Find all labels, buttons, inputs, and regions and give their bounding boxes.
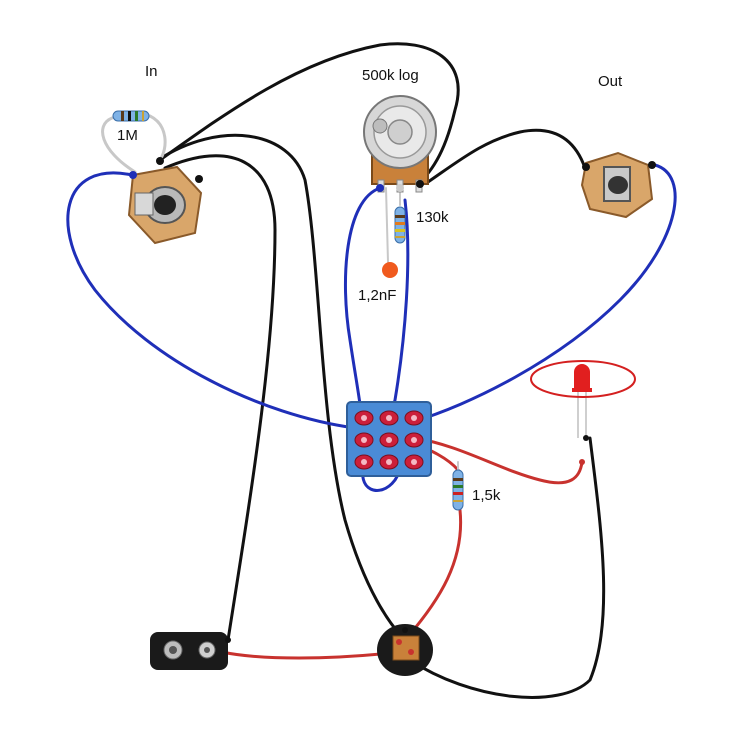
pot-shaft — [387, 119, 413, 145]
black-wire-in-to-pot — [158, 42, 460, 184]
red-wire-switch-to-led — [412, 436, 584, 485]
black-wire-pot-to-out — [426, 128, 587, 184]
switch-lug-2 — [379, 410, 399, 426]
output-jack-lug-right — [648, 161, 656, 169]
resistor-130k — [394, 206, 406, 244]
switch-lug-3 — [404, 410, 424, 426]
led-rim — [572, 388, 592, 392]
input-jack-lug-black-2 — [195, 175, 203, 183]
grey-lead-1m-left — [101, 116, 137, 174]
led — [530, 360, 636, 465]
input-jack — [127, 157, 203, 245]
dc-jack — [377, 624, 433, 676]
led-legs — [577, 392, 587, 438]
grey-lead-1m-right — [148, 114, 167, 162]
label-out: Out — [598, 73, 623, 90]
pot-lug-1 — [376, 184, 384, 192]
resistor-1-5k — [452, 469, 464, 511]
battery-clip-body — [150, 632, 228, 670]
resistor-1m — [112, 110, 150, 122]
blue-wire-out-to-switch — [410, 163, 677, 424]
output-jack-lug-black — [582, 163, 590, 171]
blue-wire-in-to-switch — [66, 171, 357, 430]
black-wire-in-to-dc-jack — [156, 133, 407, 642]
red-wire-battery-to-dc-jack — [220, 650, 402, 660]
input-jack-hole — [154, 195, 176, 215]
led-body — [574, 364, 590, 390]
grey-lead-cap — [385, 187, 389, 263]
switch-lug-4 — [354, 432, 374, 448]
switch-lug-7 — [354, 454, 374, 470]
output-jack — [580, 151, 656, 219]
input-jack-sleeve — [134, 192, 154, 216]
capacitor-1-2nf — [382, 262, 398, 278]
input-jack-lug-black — [156, 157, 164, 165]
label-1-5k: 1,5k — [472, 487, 501, 504]
black-wire-led-to-dc-jack — [408, 436, 606, 699]
battery-clip-9v — [150, 632, 231, 670]
switch-lug-9 — [404, 454, 424, 470]
blue-wire-pot-to-switch — [343, 186, 382, 422]
pot-lug-2 — [396, 184, 404, 192]
switch-lug-1 — [354, 410, 374, 426]
label-pot: 500k log — [362, 67, 419, 84]
switch-lug-5 — [379, 432, 399, 448]
dc-jack-lugs — [392, 635, 420, 661]
label-in: In — [145, 63, 158, 80]
switch-lug-6 — [404, 432, 424, 448]
input-jack-lug-blue — [129, 171, 137, 179]
label-1m: 1M — [117, 127, 138, 144]
footswitch-3pdt — [346, 401, 432, 477]
red-wire-resistor-to-dc-jack — [403, 508, 463, 642]
switch-lugs — [354, 410, 424, 470]
label-cap: 1,2nF — [358, 287, 396, 304]
black-wire-in-to-battery — [163, 154, 277, 642]
pot-lug-3 — [416, 180, 424, 188]
switch-lug-8 — [379, 454, 399, 470]
capacitor-body — [382, 262, 398, 278]
label-130k: 130k — [416, 209, 449, 226]
output-jack-hole — [608, 176, 628, 194]
led-highlight-circle — [530, 360, 636, 398]
potentiometer-500k-log — [363, 95, 437, 193]
labels: In 500k log Out 1M 130k 1,2nF 1,5k — [117, 63, 623, 504]
